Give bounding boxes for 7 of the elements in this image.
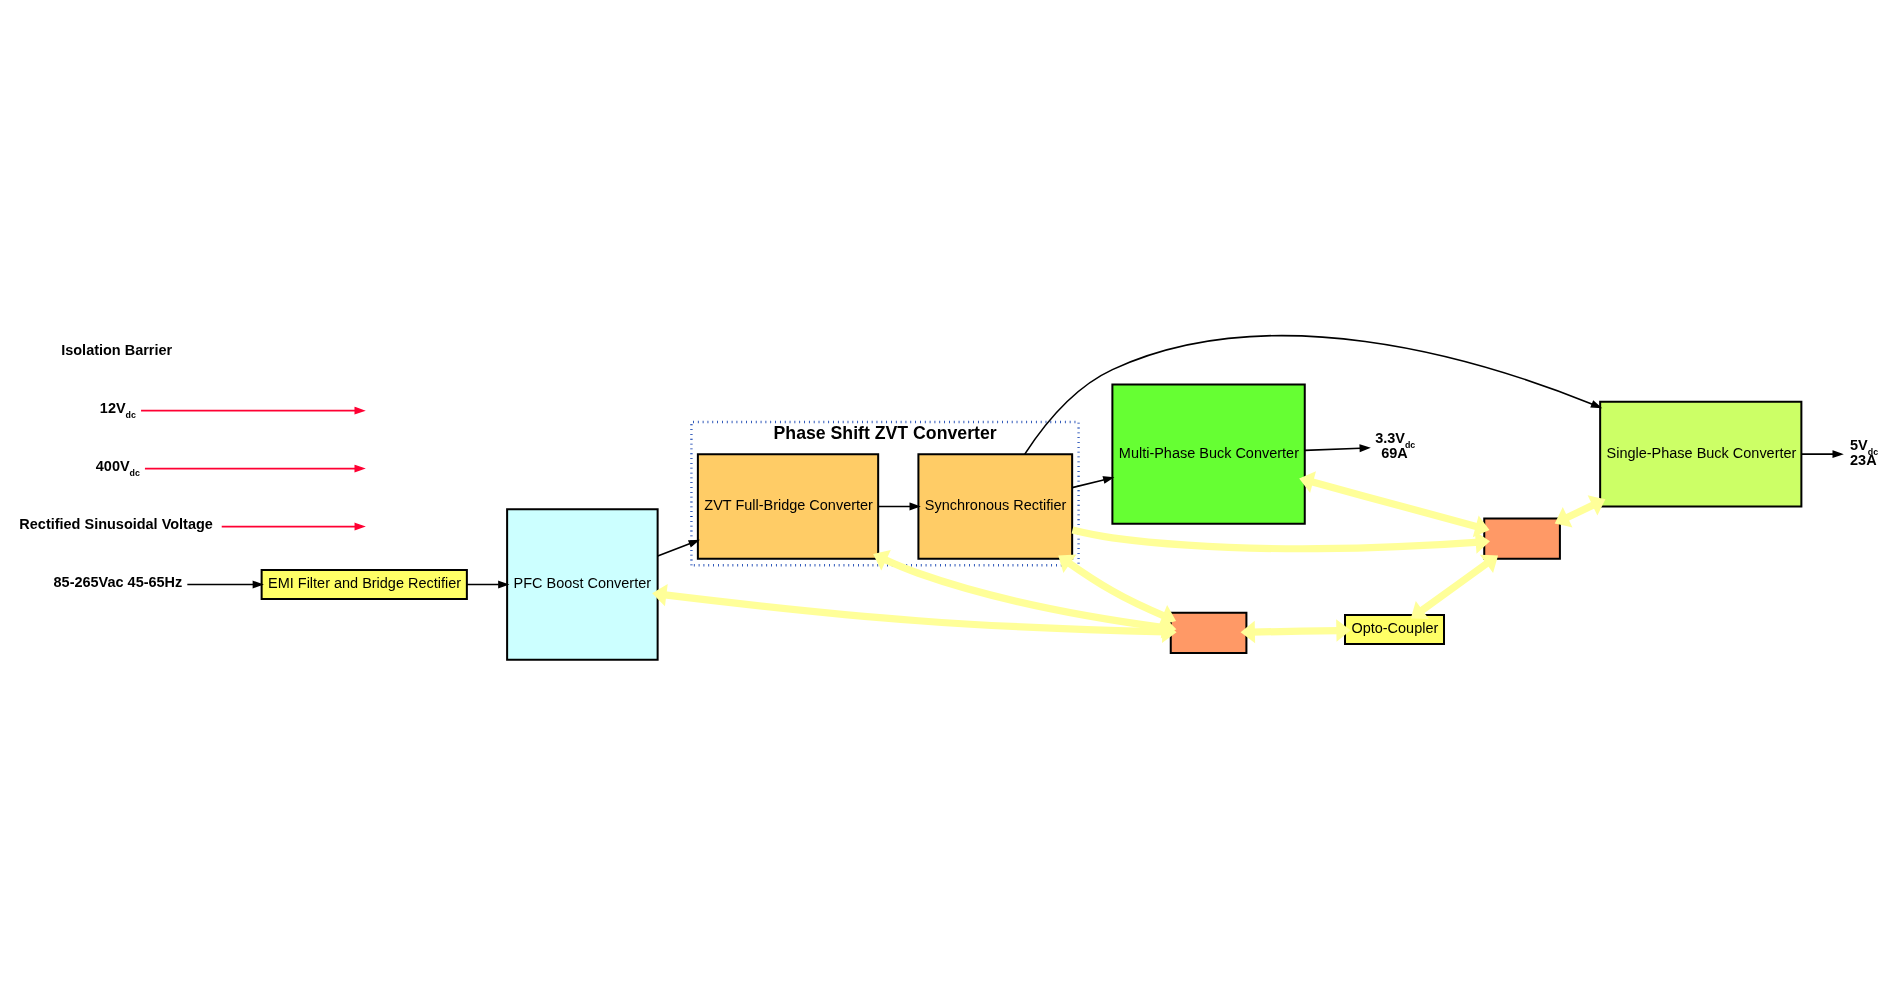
node-text: 12V$_{dc}$ xyxy=(99,399,136,420)
node-text: 5V$_{dc}$ 23A xyxy=(1850,436,1879,468)
label: Isolation Barrier xyxy=(61,341,173,358)
node-text: Rectified Sinusoidal Voltage xyxy=(19,515,213,532)
node-text: 400V$_{dc}$ xyxy=(95,457,140,478)
node-text: 85-265Vac 45-65Hz xyxy=(53,573,183,590)
node-text: 3.3V$_{dc}$ 69A xyxy=(1375,429,1416,461)
